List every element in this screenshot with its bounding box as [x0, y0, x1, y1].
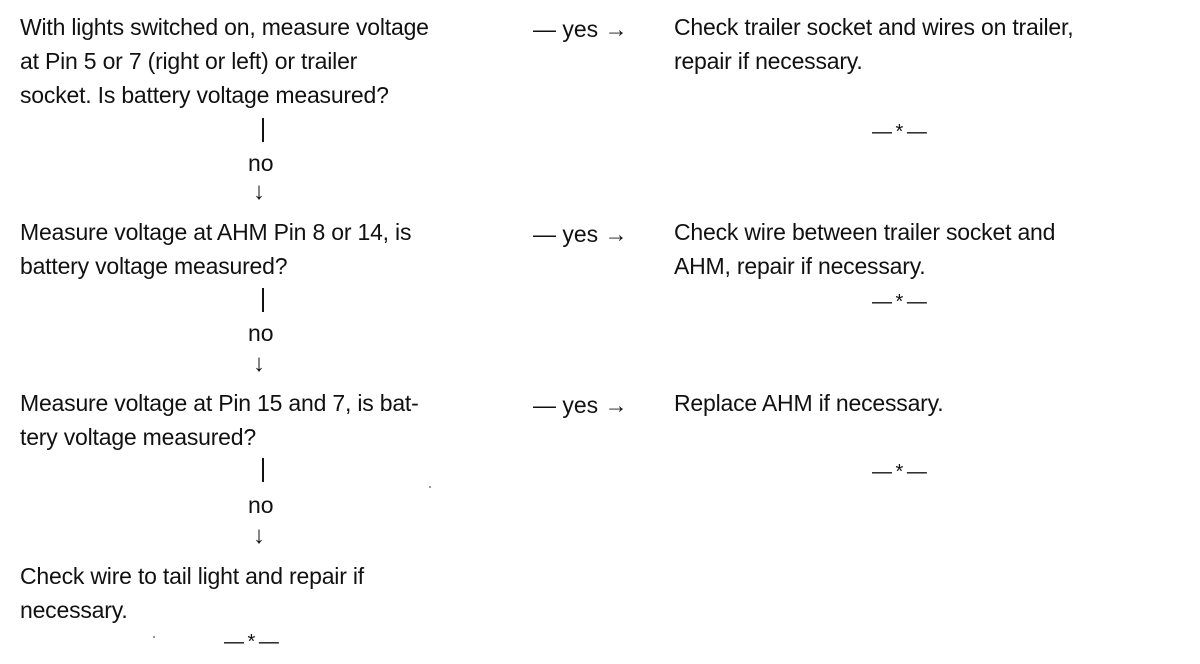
step-2-yes-action: Check wire between trailer socket and AH…	[674, 219, 1056, 279]
step-1-yes-connector: — yes →	[533, 16, 628, 42]
step-2-no-line	[262, 288, 264, 312]
step-1-yes-action: Check trailer socket and wires on traile…	[674, 14, 1074, 74]
step-3-yes-action: Replace AHM if necessary.	[674, 390, 944, 416]
step-2-no-label: no	[248, 320, 274, 346]
step-2-down-arrow-icon: ↓	[253, 350, 265, 377]
step-2-yes-connector: — yes →	[533, 221, 628, 247]
final-end-marker: — * —	[224, 631, 279, 653]
step-2-end-marker: — * —	[872, 291, 927, 313]
step-3-no-line	[262, 458, 264, 482]
step-1-question: With lights switched on, measure voltage…	[20, 14, 429, 108]
step-3-no-label: no	[248, 492, 274, 518]
final-action: Check wire to tail light and repair if n…	[20, 563, 364, 623]
step-1-end-marker: — * —	[872, 121, 927, 143]
step-3-down-arrow-icon: ↓	[253, 522, 265, 549]
step-3-yes-connector: — yes →	[533, 392, 628, 418]
step-1-no-label: no	[248, 150, 274, 176]
step-1-no-line	[262, 118, 264, 142]
scan-speck	[153, 636, 155, 638]
step-3-end-marker: — * —	[872, 461, 927, 483]
scan-speck	[429, 486, 431, 488]
step-2-question: Measure voltage at AHM Pin 8 or 14, is b…	[20, 219, 412, 279]
step-1-down-arrow-icon: ↓	[253, 178, 265, 205]
step-3-question: Measure voltage at Pin 15 and 7, is bat-…	[20, 390, 419, 450]
